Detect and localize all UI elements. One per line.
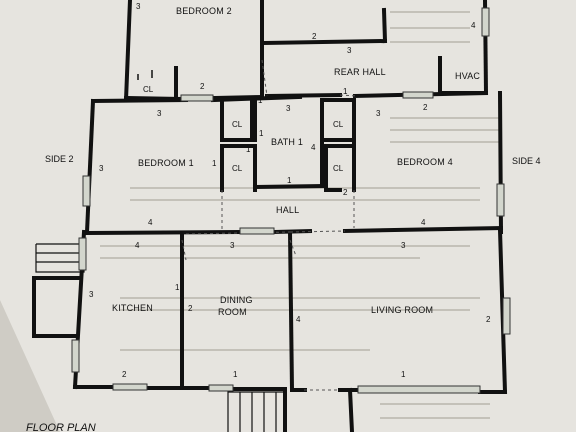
wall-number: 4 [421, 218, 426, 227]
wall-numbers: 3 4 2 3 2 1 2 3 1 3 3 1 1 4 1 1 3 2 4 4 … [89, 2, 491, 379]
wall-number: 3 [347, 46, 352, 55]
wall-number: 1 [287, 176, 292, 185]
wall-number: 3 [401, 241, 406, 250]
wall-number: 1 [175, 283, 180, 292]
wall-number: 3 [157, 109, 162, 118]
label-bedroom-4: BEDROOM 4 [397, 157, 453, 167]
label-hvac: HVAC [455, 71, 480, 81]
label-closet-3: CL [333, 120, 344, 129]
wall-number: 2 [312, 32, 317, 41]
wall-number: 2 [122, 370, 127, 379]
label-hall: HALL [276, 205, 299, 215]
wall-number: 4 [471, 21, 476, 30]
label-rear-hall: REAR HALL [334, 67, 386, 77]
label-living-room: LIVING ROOM [371, 305, 433, 315]
wall-number: 3 [89, 290, 94, 299]
wall-number: 2 [200, 82, 205, 91]
wall-number: 3 [136, 2, 141, 11]
wall-number: 1 [343, 87, 348, 96]
label-bedroom-1: BEDROOM 1 [138, 158, 194, 168]
label-side-2: SIDE 2 [45, 154, 74, 164]
wall-number: 2 [486, 315, 491, 324]
bleed-through-text [100, 11, 500, 419]
label-bedroom-2: BEDROOM 2 [176, 6, 232, 16]
closet-labels: CL CL CL CL CL [143, 85, 344, 173]
label-bath-1: BATH 1 [271, 137, 303, 147]
label-closet-bedroom-2: CL [143, 85, 154, 94]
wall-number: 1 [246, 145, 251, 154]
label-closet-2: CL [232, 164, 243, 173]
walls [32, 0, 508, 432]
label-dining-room: ROOM [218, 307, 247, 317]
label-closet-4: CL [333, 164, 344, 173]
thin-lines [35, 243, 285, 432]
wall-number: 3 [99, 164, 104, 173]
wall-number: 3 [376, 109, 381, 118]
wall-number: 1 [212, 159, 217, 168]
label-kitchen: KITCHEN [112, 303, 153, 313]
wall-number: 3 [230, 241, 235, 250]
closet-marks [137, 70, 153, 80]
wall-number: 1 [233, 370, 238, 379]
label-dining: DINING [220, 295, 253, 305]
floor-plan-caption: FLOOR PLAN [26, 422, 96, 432]
windows [71, 7, 511, 394]
wall-number: 4 [296, 315, 301, 324]
wall-number: 4 [311, 143, 316, 152]
wall-number-living-bottom: 1 [401, 370, 406, 379]
wall-number: 2 [343, 188, 348, 197]
label-side-4: SIDE 4 [512, 156, 541, 166]
wall-number: 4 [148, 218, 153, 227]
wall-number: 2 [188, 304, 193, 313]
wall-number: 1 [258, 96, 263, 105]
room-labels: BEDROOM 2 REAR HALL HVAC BEDROOM 1 BATH … [112, 6, 480, 317]
wall-number: 4 [135, 241, 140, 250]
paper-shadow [0, 300, 60, 432]
label-closet-1: CL [232, 120, 243, 129]
wall-number: 3 [286, 104, 291, 113]
wall-number: 2 [423, 103, 428, 112]
wall-number: 1 [259, 129, 264, 138]
